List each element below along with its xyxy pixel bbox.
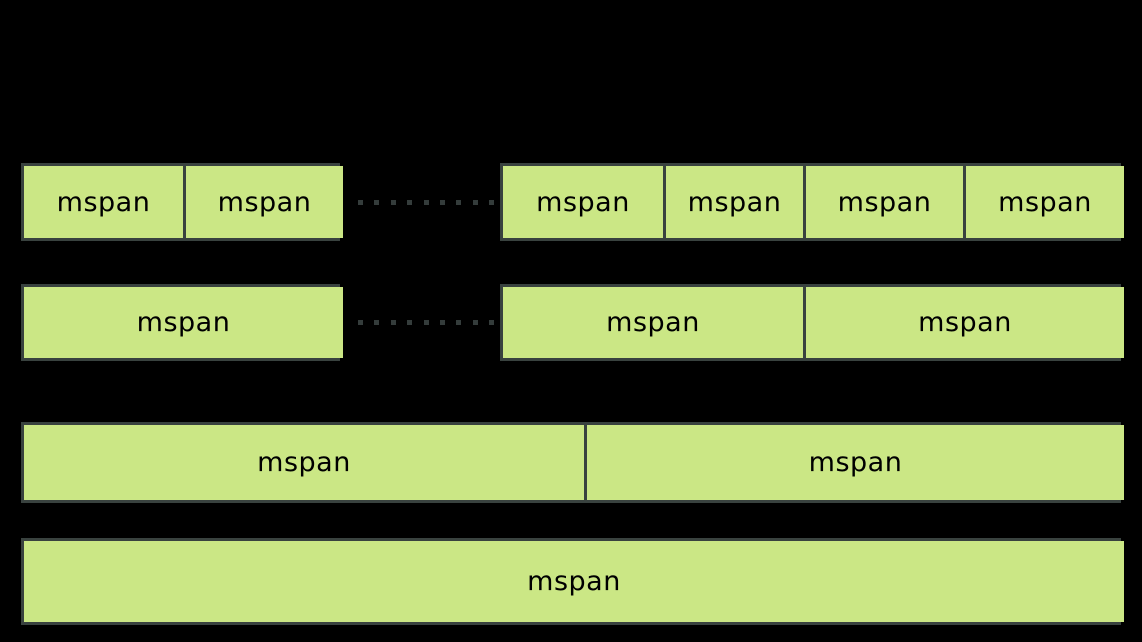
ellipsis-dot — [456, 199, 462, 205]
ellipsis-dot — [439, 320, 445, 325]
row-1-group-right: mspan mspan mspan mspan — [500, 163, 1124, 241]
row-1: mspan mspan mspan mspan mspan mspan — [0, 163, 1142, 241]
mspan-cell[interactable]: mspan — [24, 541, 1124, 622]
ellipsis-dot — [407, 199, 413, 205]
mspan-cell-label: mspan — [808, 447, 903, 478]
row-1-group-left: mspan mspan — [21, 163, 343, 241]
mspan-cell-label: mspan — [606, 307, 700, 338]
mspan-cell-label: mspan — [136, 307, 231, 338]
mspan-cell[interactable]: mspan — [963, 166, 1124, 238]
row-2-group-left: mspan — [21, 284, 343, 361]
ellipsis-dot — [472, 199, 478, 205]
ellipsis-dot — [423, 320, 429, 325]
ellipsis-dot — [407, 320, 413, 325]
ellipsis-dot — [374, 199, 380, 205]
ellipsis-dot — [489, 199, 494, 205]
row-4: mspan — [0, 538, 1142, 625]
mspan-cell-label: mspan — [56, 186, 151, 218]
ellipsis-dot — [423, 199, 429, 205]
mspan-cell-label: mspan — [527, 566, 621, 597]
mspan-cell[interactable]: mspan — [183, 166, 343, 238]
mspan-cell[interactable]: mspan — [584, 425, 1124, 500]
mspan-cell-label: mspan — [918, 307, 1012, 338]
ellipsis-dot — [439, 199, 445, 205]
mspan-cell[interactable]: mspan — [503, 166, 663, 238]
mspan-cell-label: mspan — [687, 186, 782, 218]
row-3-group-full: mspan mspan — [21, 422, 1124, 503]
mspan-cell[interactable]: mspan — [24, 425, 584, 500]
mspan-cell-label: mspan — [536, 186, 630, 218]
mspan-cell-label: mspan — [257, 447, 351, 478]
ellipsis-dot — [358, 320, 363, 325]
row-4-group-full: mspan — [21, 538, 1124, 625]
row-2-ellipsis-connector — [358, 284, 494, 361]
ellipsis-dot — [489, 320, 494, 325]
ellipsis-dot — [374, 320, 380, 325]
mspan-cell[interactable]: mspan — [803, 166, 963, 238]
mspan-cell-label: mspan — [998, 186, 1092, 218]
row-3: mspan mspan — [0, 422, 1142, 503]
mspan-cell[interactable]: mspan — [803, 287, 1124, 358]
ellipsis-dot — [456, 320, 462, 325]
ellipsis-dot — [472, 320, 478, 325]
ellipsis-dot — [358, 199, 363, 205]
mspan-cell[interactable]: mspan — [503, 287, 803, 358]
mspan-cell-label: mspan — [837, 186, 932, 218]
mspan-cell[interactable]: mspan — [24, 287, 343, 358]
ellipsis-dot — [390, 199, 396, 205]
row-2: mspan mspan mspan — [0, 284, 1142, 361]
row-2-group-right: mspan mspan — [500, 284, 1124, 361]
row-1-ellipsis-connector — [358, 163, 494, 241]
mspan-cell-label: mspan — [217, 186, 312, 218]
mspan-cell[interactable]: mspan — [24, 166, 183, 238]
ellipsis-dot — [390, 320, 396, 325]
mspan-cell[interactable]: mspan — [663, 166, 803, 238]
